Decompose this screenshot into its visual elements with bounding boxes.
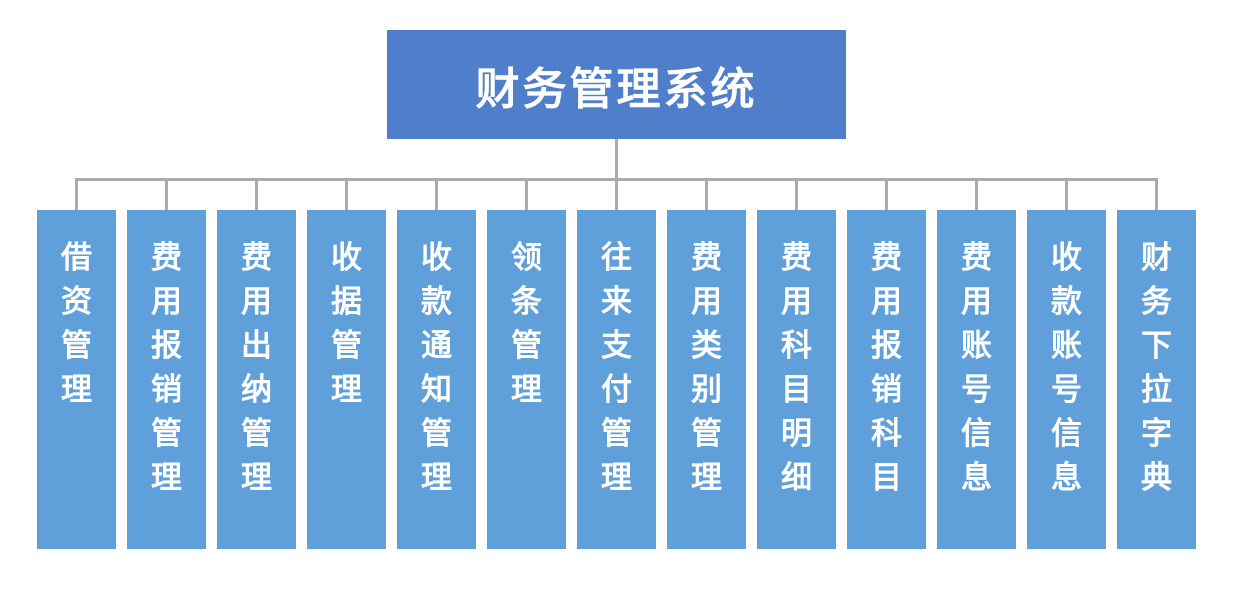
node-expense-reimbursement-subject: 费用报销科目 bbox=[847, 210, 926, 549]
connector-drop-10 bbox=[885, 181, 888, 210]
node-label: 费用账号信息 bbox=[961, 240, 992, 496]
node-expense-account-info: 费用账号信息 bbox=[937, 210, 1016, 549]
node-expense-category-management: 费用类别管理 bbox=[667, 210, 746, 549]
root-node-financial-management-system: 财务管理系统 bbox=[387, 30, 846, 139]
node-label: 费用类别管理 bbox=[691, 240, 722, 496]
node-expense-subject-detail: 费用科目明细 bbox=[757, 210, 836, 549]
node-expense-cashier-management: 费用出纳管理 bbox=[217, 210, 296, 549]
connector-drop-6 bbox=[525, 181, 528, 210]
node-collection-account-info: 收款账号信息 bbox=[1027, 210, 1106, 549]
node-label: 费用出纳管理 bbox=[241, 240, 272, 496]
connector-drop-9 bbox=[795, 181, 798, 210]
connector-drop-1 bbox=[75, 181, 78, 210]
node-claim-slip-management: 领条管理 bbox=[487, 210, 566, 549]
node-financial-dropdown-dictionary: 财务下拉字典 bbox=[1117, 210, 1196, 549]
connector-bus bbox=[75, 178, 1158, 181]
connector-drop-3 bbox=[255, 181, 258, 210]
node-label: 领条管理 bbox=[511, 240, 542, 408]
node-collection-notice-management: 收款通知管理 bbox=[397, 210, 476, 549]
connector-drop-4 bbox=[345, 181, 348, 210]
connector-drop-2 bbox=[165, 181, 168, 210]
node-current-payment-management: 往来支付管理 bbox=[577, 210, 656, 549]
connector-drop-5 bbox=[435, 181, 438, 210]
node-label: 费用科目明细 bbox=[781, 240, 812, 496]
node-expense-reimbursement-management: 费用报销管理 bbox=[127, 210, 206, 549]
node-label: 费用报销管理 bbox=[151, 240, 182, 496]
connector-drop-11 bbox=[975, 181, 978, 210]
root-node-label: 财务管理系统 bbox=[475, 63, 758, 115]
node-loan-management: 借资管理 bbox=[37, 210, 116, 549]
node-label: 收据管理 bbox=[331, 240, 362, 408]
connector-drop-7 bbox=[615, 181, 618, 210]
connector-drop-8 bbox=[705, 181, 708, 210]
node-label: 收款账号信息 bbox=[1051, 240, 1082, 496]
node-label: 借资管理 bbox=[61, 240, 92, 408]
connector-stem bbox=[615, 139, 618, 179]
node-label: 往来支付管理 bbox=[601, 240, 632, 496]
node-receipt-management: 收据管理 bbox=[307, 210, 386, 549]
node-label: 财务下拉字典 bbox=[1141, 240, 1172, 496]
connector-drop-12 bbox=[1065, 181, 1068, 210]
node-label: 收款通知管理 bbox=[421, 240, 452, 496]
connector-drop-13 bbox=[1155, 181, 1158, 210]
node-label: 费用报销科目 bbox=[871, 240, 902, 496]
